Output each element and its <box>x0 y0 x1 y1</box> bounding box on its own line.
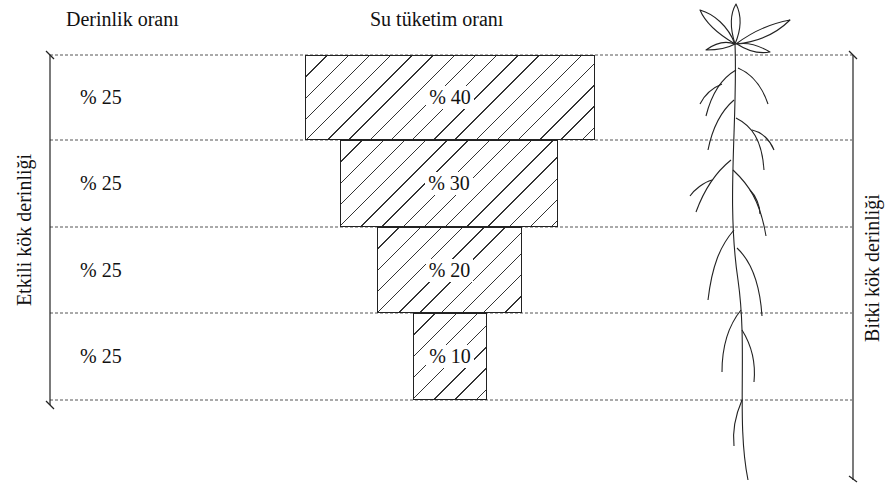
percentage-value: % 20 <box>426 259 474 282</box>
water-use-band: % 40 <box>305 55 595 140</box>
water-use-band: % 30 <box>340 140 558 227</box>
depth-ratio: % 25 <box>80 345 122 367</box>
percentage-value: % 30 <box>425 172 473 195</box>
row-lines <box>50 55 852 400</box>
column-header: Su tüketim oranı <box>370 8 503 30</box>
percentage-value: % 10 <box>426 345 474 368</box>
water-use-band: % 10 <box>413 313 487 400</box>
axis-label: Etkili kök derinliği <box>13 154 35 306</box>
depth-ratio: % 25 <box>80 259 122 281</box>
water-use-band: % 20 <box>377 227 522 313</box>
depth-ratio: % 25 <box>80 172 122 194</box>
depth-brackets <box>46 51 857 482</box>
plant-illustration <box>690 4 790 480</box>
axis-label: Bitki kök derinliği <box>861 194 883 342</box>
column-header: Derinlik oranı <box>66 8 179 30</box>
depth-ratio: % 25 <box>80 86 122 108</box>
percentage-value: % 40 <box>426 86 474 109</box>
